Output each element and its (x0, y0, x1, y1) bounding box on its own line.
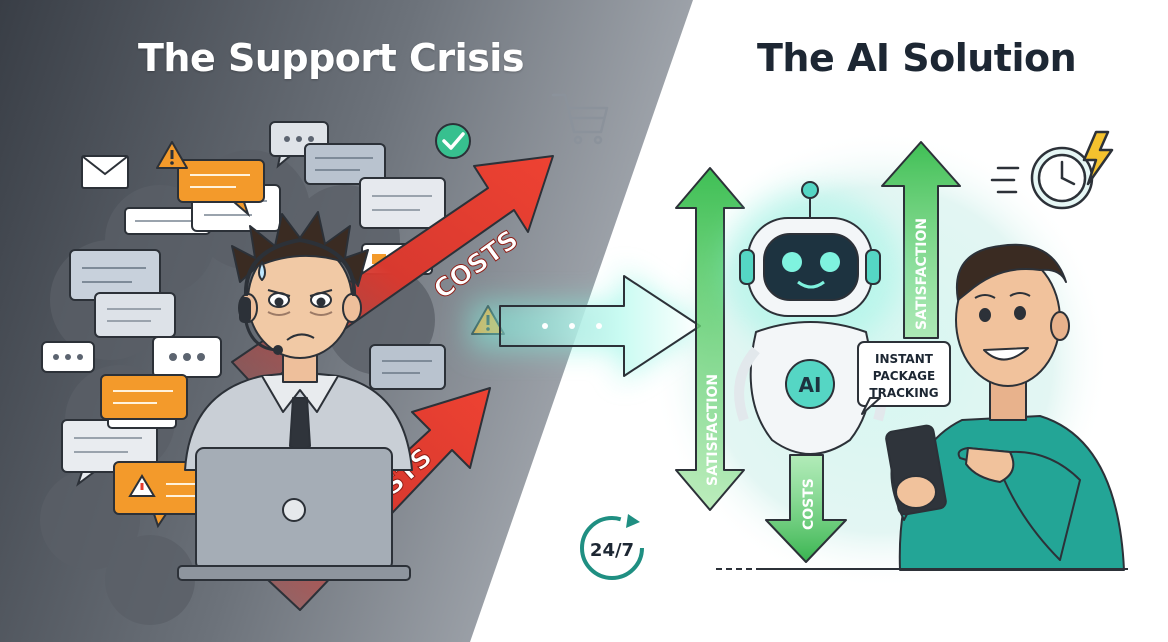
checkmark-icon (435, 123, 471, 159)
ai-robot: AI (722, 181, 902, 455)
happy-customer (885, 243, 1125, 571)
speech-line-2: PACKAGE (873, 369, 935, 383)
warning-icon (156, 141, 188, 169)
costs-down-label: COSTS (801, 478, 817, 530)
heading-support-crisis: The Support Crisis (138, 36, 524, 80)
speech-line-3: TRACKING (869, 386, 938, 400)
speech-line-1: INSTANT (875, 352, 934, 366)
laptop-icon (177, 447, 411, 581)
refresh-24-7-icon: 24/7 (580, 514, 644, 580)
ai-badge-text: AI (799, 373, 822, 397)
satisfaction-up-arrow: SATISFACTION (881, 141, 961, 339)
stressed-support-agent (184, 211, 413, 471)
speech-bubble: INSTANT PACKAGE TRACKING (857, 341, 951, 415)
satisfaction-label: SATISFACTION (705, 374, 721, 486)
shopping-cart-icon (551, 93, 609, 145)
transition-arrow (470, 270, 701, 382)
heading-ai-solution: The AI Solution (757, 36, 1077, 80)
alert-bubble-icon (100, 159, 265, 529)
satisfaction-up-label: SATISFACTION (914, 218, 930, 330)
costs-down-arrow: COSTS (765, 454, 847, 563)
envelope-icon (81, 155, 129, 189)
clock-lightning-icon (990, 130, 1114, 210)
satisfaction-double-arrow: SATISFACTION (675, 167, 745, 511)
badge-24-7-text: 24/7 (590, 540, 634, 561)
